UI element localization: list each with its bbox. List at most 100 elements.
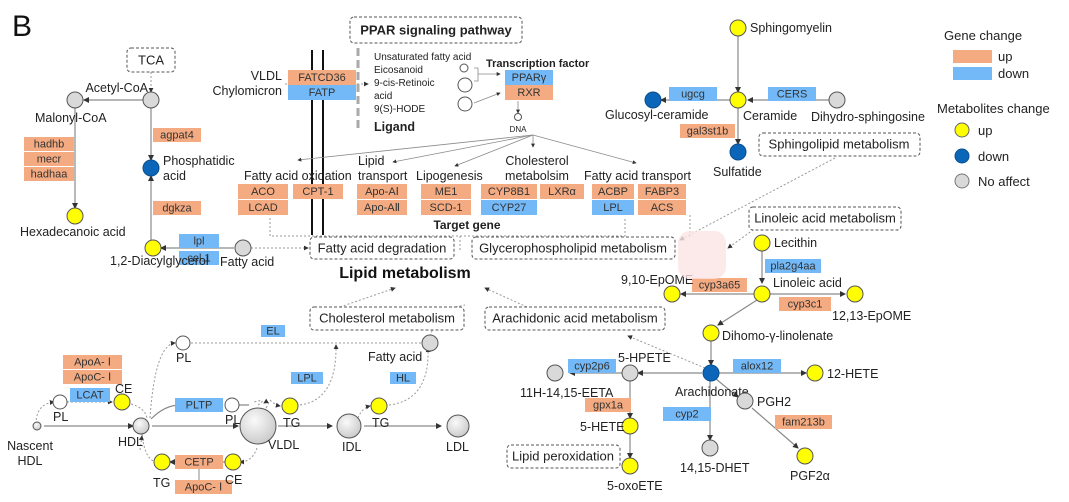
metabolite-label: Nascent	[7, 439, 53, 453]
gene-lxr: LXRα	[540, 184, 584, 199]
ligand-circle	[459, 63, 469, 73]
gene-label: ACBP	[598, 186, 628, 198]
gene-el: EL	[261, 325, 285, 338]
ligand-4: 9(S)-HODE	[374, 104, 425, 115]
svg-text:Linoleic acid metabolism: Linoleic acid metabolism	[754, 211, 896, 226]
metabolite-node	[142, 159, 160, 177]
metabolite-node	[421, 334, 439, 352]
gene-box	[291, 372, 323, 384]
gene-label: ME1	[435, 186, 458, 198]
metabolite-node	[370, 397, 388, 415]
gene-box	[505, 70, 553, 85]
gene-apo-a: Apo-AⅡ	[357, 200, 407, 215]
metabolite-node	[644, 91, 662, 109]
ligand-0: Unsaturated fatty acid	[374, 52, 471, 63]
gene-label: FATP	[309, 87, 336, 99]
metabolite-label: Malonyl-CoA	[35, 111, 107, 125]
gene-cpt-1: CPT-1	[293, 184, 343, 199]
gene-label: LXRα	[548, 186, 576, 198]
legend-met-none-label: No affect	[978, 174, 1030, 189]
metabolite-pgh2: PGH2	[736, 392, 791, 410]
gene-label: FATCD36	[298, 72, 345, 84]
gene-fatcd36: FATCD36	[288, 70, 356, 85]
gene-label: cyp3c1	[788, 299, 823, 311]
pathway-box-linoleic: Linoleic acid metabolism	[748, 206, 902, 231]
target-group-title: transport	[358, 169, 408, 183]
gene-cyp2: cyp2	[663, 407, 711, 421]
gene-box	[585, 398, 631, 412]
metabolite-label: PL	[225, 413, 240, 427]
metabolite-diacylglycerol: 1,2-Diacylglycerol	[110, 239, 209, 268]
target-group-title: metabolsim	[505, 169, 569, 183]
metabolite-eeta: 11H-14,15-EETA	[520, 364, 614, 400]
svg-text:TCA: TCA	[138, 53, 164, 68]
svg-text:Glycerophospholipid metabolism: Glycerophospholipid metabolism	[479, 241, 667, 256]
metabolite-label: PGH2	[757, 395, 791, 409]
gene-label: Apo-AⅠ	[365, 186, 399, 198]
gene-label: fam213b	[782, 417, 825, 429]
metabolite-label: PL	[176, 351, 191, 365]
gene-cetp: CETP	[175, 455, 223, 469]
panel-label: B	[12, 10, 32, 43]
gene-box	[779, 297, 831, 311]
gene-box	[638, 200, 686, 215]
metabolite-label: acid	[163, 169, 186, 183]
metabolite-label: IDL	[342, 440, 362, 454]
gene-box	[568, 359, 616, 373]
metabolite-node	[828, 91, 846, 109]
gene-label: PLTP	[186, 400, 213, 412]
gene-label: cel.1	[187, 253, 210, 265]
gene-label: lpl	[193, 236, 204, 248]
metabolite-node	[621, 417, 639, 435]
gene-hadhb: hadhb	[24, 137, 74, 151]
gene-box	[153, 128, 201, 142]
metabolite-node	[729, 19, 747, 37]
gene-box	[481, 184, 537, 199]
gene-label: ApoC- Ⅰ	[185, 482, 222, 494]
metabolite-node	[796, 447, 814, 465]
metabolite-label: 5-oxoETE	[607, 479, 663, 493]
metabolite-lecithin: Lecithin	[753, 234, 817, 252]
metabolite-node	[446, 414, 470, 438]
metabolite-pl-1: PL	[52, 394, 68, 424]
gene-label: cyp3a65	[699, 280, 741, 292]
metabolite-hdl: HDL	[118, 417, 150, 449]
metabolite-node	[702, 364, 720, 382]
metabolite-label: PL	[53, 410, 68, 424]
metabolite-tg-3: TG	[370, 397, 389, 430]
metabolite-label: HDL	[17, 454, 42, 468]
svg-text:PPAR signaling pathway: PPAR signaling pathway	[360, 23, 512, 38]
gene-box	[357, 184, 407, 199]
metabolite-label: 12-HETE	[827, 367, 878, 381]
pathway-box-glycerophospholipid: Glycerophospholipid metabolism	[471, 236, 676, 260]
dna-circle	[514, 113, 522, 121]
gene-label: mecr	[37, 154, 62, 166]
gene-cel-1: cel.1	[179, 251, 219, 265]
metabolite-node	[113, 393, 131, 411]
legend-met-up-swatch	[954, 122, 970, 138]
gene-lcat: LCAT	[70, 388, 110, 402]
metabolite-dihydro-sphingosine: Dihydro-sphingosine	[811, 91, 925, 124]
svg-text:Fatty acid degradation: Fatty acid degradation	[318, 241, 447, 256]
gene-label: SCD-1	[429, 202, 462, 214]
gene-hadhaa: hadhaa	[24, 167, 74, 181]
metabolite-glucosyl-ceramide: Glucosyl-ceramide	[605, 91, 709, 122]
gene-apoa: ApoA- Ⅰ	[63, 355, 122, 369]
metabolite-label: CE	[115, 382, 132, 396]
gene-label: gal3st1b	[687, 126, 729, 138]
gene-label: hadhaa	[31, 169, 69, 181]
gene-box	[669, 87, 717, 101]
metabolite-linoleic-acid: Linoleic acid	[753, 276, 842, 303]
metabolite-vldl: VLDL	[239, 407, 299, 452]
metabolite-label: LDL	[446, 440, 469, 454]
gene-dgkza: dgkza	[153, 201, 201, 215]
metabolite-label: HDL	[118, 435, 143, 449]
metabolite-node	[806, 364, 824, 382]
gene-box	[179, 251, 219, 265]
pathway-box-cholesterol: Cholesterol metabolism	[309, 306, 465, 331]
metabolite-node	[281, 397, 299, 415]
metabolite-label: Fatty acid	[220, 255, 274, 269]
metabolite-label: Arachidonate	[675, 385, 749, 399]
